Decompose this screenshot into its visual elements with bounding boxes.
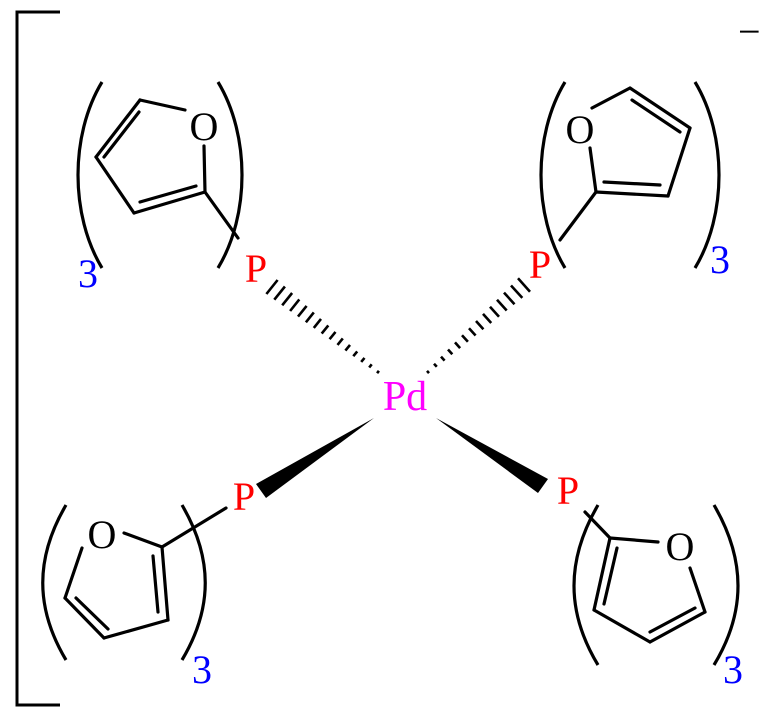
hash-stripe [447, 348, 454, 356]
subscript-count: 3 [723, 647, 743, 692]
ring-double-inner [602, 180, 662, 187]
close-paren [216, 81, 244, 269]
p-c-bond [203, 190, 240, 240]
hash-stripe [360, 357, 366, 363]
ring-double-inner [74, 596, 110, 631]
hash-stripe [433, 362, 438, 368]
hash-stripe [320, 324, 330, 335]
hash-stripe [489, 305, 500, 318]
ring-bond [594, 190, 670, 198]
phosphorus-label-top-right: P [529, 242, 551, 287]
ring-double-inner [102, 110, 141, 159]
hash-stripe [426, 370, 430, 374]
subscript-count: 3 [710, 237, 730, 282]
hash-stripe [461, 334, 469, 343]
wedge-bond-bottom-right [436, 418, 548, 493]
ring-double-inner [630, 98, 682, 134]
open-paren [41, 504, 68, 661]
p-c-bond [583, 510, 612, 540]
hash-stripe [468, 327, 477, 337]
metal-atom-label: Pd [383, 374, 427, 420]
ring-bond [63, 596, 106, 640]
p-c-bond [558, 190, 598, 242]
hash-stripe [312, 318, 323, 329]
furyl-ligand-top-left: O 3 [76, 81, 244, 296]
ring-bond [160, 545, 170, 622]
ring-bond [94, 98, 142, 159]
phosphorus-label-bottom-left: P [233, 474, 255, 519]
hash-stripe [496, 298, 508, 312]
ring-bond [666, 126, 692, 198]
ring-bond [688, 566, 707, 614]
close-paren [712, 504, 740, 666]
ring-bond [592, 608, 652, 644]
hashed-bond-top-right [426, 277, 531, 374]
ring-double-inner [138, 184, 198, 204]
hash-stripe [273, 285, 286, 301]
ring-bond [588, 146, 598, 194]
ring-bond [202, 144, 207, 194]
oxygen-label: O [88, 512, 117, 557]
ring-double-inner [602, 546, 619, 606]
oxygen-label: O [566, 107, 595, 152]
hash-stripe [344, 344, 352, 352]
close-paren [180, 504, 207, 661]
hash-stripe [376, 370, 380, 374]
furyl-ligand-top-right: O 3 [539, 81, 730, 282]
hash-stripe [475, 320, 485, 331]
furyl-ligand-bottom-left: O 3 [41, 504, 228, 692]
wedge-bond-bottom-left [256, 418, 374, 498]
hashed-bond-top-left [265, 279, 380, 374]
ring-bond [138, 98, 187, 112]
ring-bond [102, 618, 170, 640]
hash-stripe [265, 279, 279, 295]
hash-stripe [517, 277, 531, 293]
close-paren [693, 81, 721, 269]
hash-stripe [304, 311, 315, 324]
left-bracket [15, 10, 60, 707]
hash-stripe [454, 341, 462, 349]
hash-stripe [289, 298, 301, 312]
hash-stripe [352, 350, 359, 358]
open-paren [572, 504, 600, 666]
subscript-count: 3 [78, 251, 98, 296]
hash-stripe [328, 331, 337, 341]
ring-bond [608, 536, 660, 544]
open-paren [539, 81, 567, 269]
hash-stripe [503, 291, 516, 306]
ring-bond [648, 610, 707, 644]
hash-stripe [482, 313, 493, 324]
p-c-bond [160, 506, 228, 549]
ring-bond [590, 86, 632, 110]
oxygen-label: O [666, 524, 695, 569]
ring-bond [94, 155, 136, 215]
furyl-ligand-bottom-right: O 3 [572, 504, 743, 692]
ring-double-inner [648, 606, 697, 634]
ring-bond [628, 86, 692, 130]
oxygen-label: O [190, 104, 219, 149]
ring-bond [122, 531, 164, 549]
ring-bond [592, 536, 612, 612]
hash-stripe [296, 305, 308, 318]
hash-stripe [368, 363, 373, 369]
hash-stripe [336, 337, 344, 346]
open-paren [76, 81, 104, 269]
subscript-count: 3 [192, 647, 212, 692]
ring-bond [63, 546, 84, 600]
ring-bond [132, 190, 207, 215]
phosphorus-label-top-left: P [245, 246, 267, 291]
hash-stripe [281, 292, 294, 307]
hash-stripe [440, 355, 446, 362]
charge-label: − [738, 9, 761, 54]
phosphorus-label-bottom-right: P [557, 468, 579, 513]
hash-stripe [510, 284, 524, 299]
ring-double-inner [151, 554, 160, 614]
